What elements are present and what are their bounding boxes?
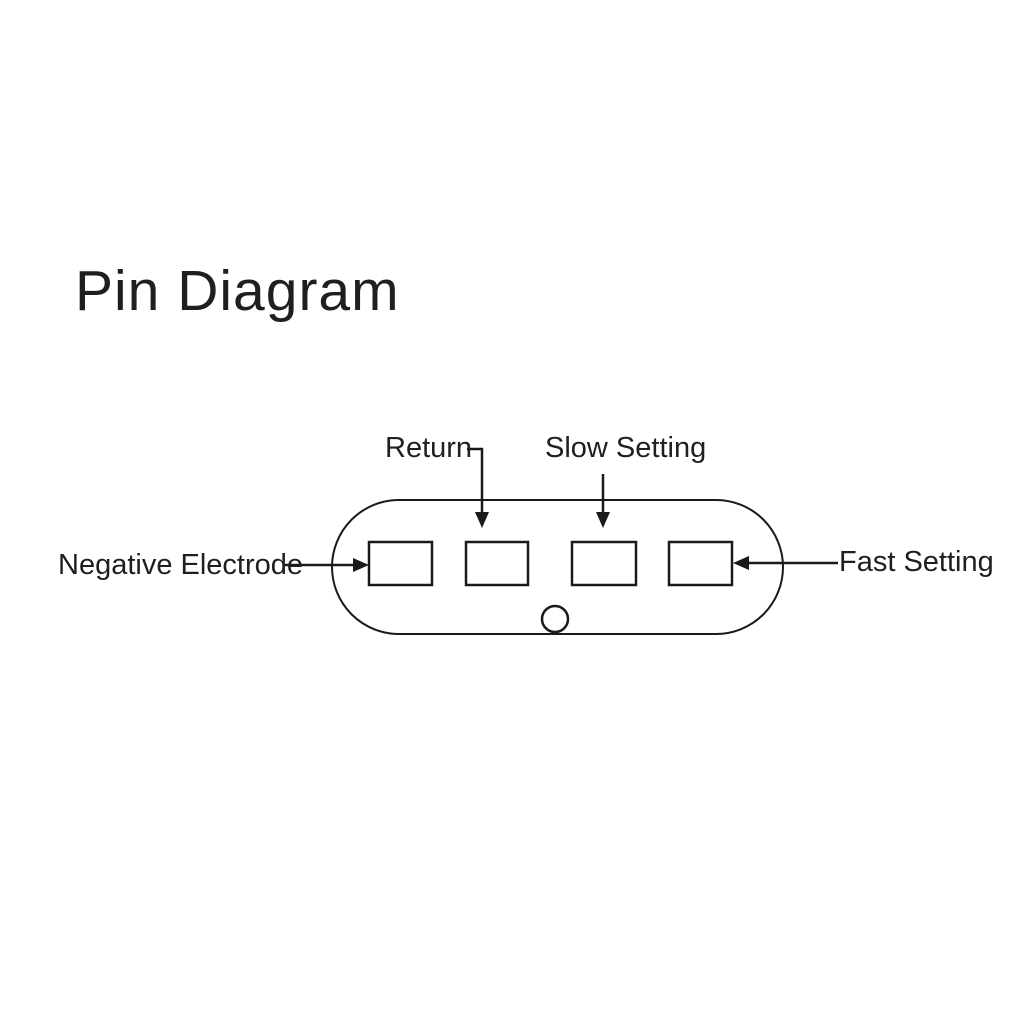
label-slow-setting: Slow Setting	[545, 432, 707, 464]
label-fast-setting: Fast Setting	[839, 546, 994, 578]
connector-body-outline	[331, 499, 784, 635]
slow-setting-arrow	[596, 474, 610, 528]
alignment-notch-circle	[540, 604, 570, 634]
return-arrow-line	[467, 447, 484, 514]
pin-3-slow-setting	[570, 540, 638, 587]
pin-1-negative-electrode	[367, 540, 434, 587]
fast-setting-arrowhead-icon	[733, 556, 749, 570]
return-arrowhead-icon	[475, 512, 489, 528]
fast-setting-arrow	[733, 556, 838, 570]
negative-electrode-arrowhead-icon	[353, 558, 369, 572]
pin-2-return	[464, 540, 530, 587]
page-title: Pin Diagram	[75, 259, 400, 323]
label-negative-electrode: Negative Electrode	[58, 549, 304, 581]
return-arrow	[467, 447, 489, 528]
negative-electrode-arrow	[283, 558, 369, 572]
pin-4-fast-setting	[667, 540, 734, 587]
slow-setting-arrowhead-icon	[596, 512, 610, 528]
label-return: Return	[385, 432, 473, 464]
